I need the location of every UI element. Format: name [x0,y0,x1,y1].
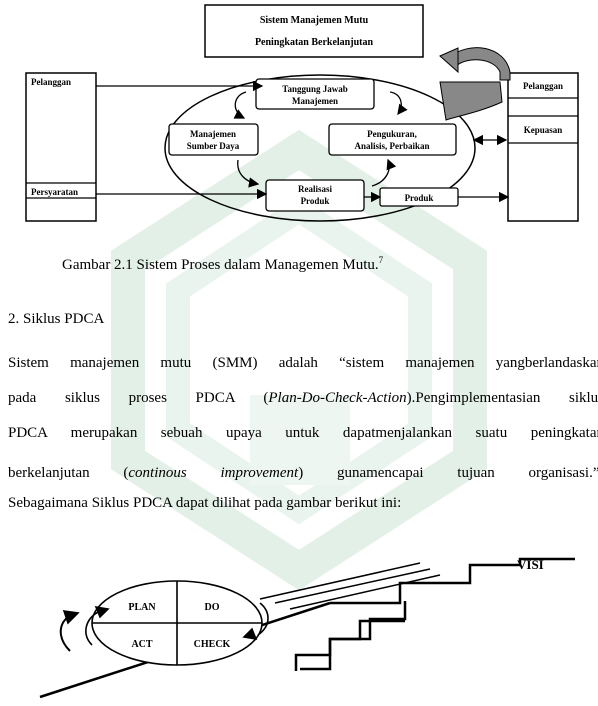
pdca-wheel: PLAN DO ACT CHECK [91,580,263,666]
cycle-arrow-left-top [233,91,247,119]
figure-caption: Gambar 2.1 Sistem Proses dalam Managemen… [62,255,384,273]
right-top-label: Pelanggan [523,81,563,91]
paragraph-line: Sistem manajemen mutu (SMM) adalah “sist… [8,355,598,371]
body-paragraph: Sistem manajemen mutu (SMM) adalah “sist… [8,346,598,521]
process-ellipse [164,74,476,222]
svg-text:Realisasi: Realisasi [298,184,333,194]
cycle-arrow-right-bottom [371,158,397,187]
node-product: Produk [379,187,459,207]
pdca-plan: PLAN [128,602,156,613]
paragraph-line: pada siklus proses PDCA (Plan-Do-Check-A… [8,390,598,406]
svg-text:Manajemen: Manajemen [190,129,236,139]
svg-text:Manajemen: Manajemen [292,96,338,106]
paragraph-line: berkelanjutan (continous improvement) gu… [8,465,598,481]
vision-label: VISI [517,557,544,572]
paragraph-line: Sebagaimana Siklus PDCA dapat dilihat pa… [8,495,402,511]
step-line-lower [300,601,407,671]
left-top-label: Pelanggan [31,77,71,87]
title-box: Sistem Manajemen Mutu Peningkatan Berkel… [204,4,424,58]
title-line1: Sistem Manajemen Mutu [260,15,369,26]
left-customer-column: Pelanggan Persyaratan [25,72,97,222]
footnote-marker: 7 [378,255,384,265]
node-resource-management: Manajemen Sumber Daya [168,123,259,156]
cycle-arrow-left-bottom [237,159,260,188]
svg-text:Tanggung Jawab: Tanggung Jawab [282,84,347,94]
pdca-act: ACT [131,639,152,650]
node-management-responsibility: Tanggung Jawab Manajemen [255,78,375,110]
svg-text:Pengukuran,: Pengukuran, [367,129,417,139]
cycle-arrow-right-top [389,91,408,116]
quality-management-diagram: Sistem Manajemen Mutu Peningkatan Berkel… [25,4,579,222]
svg-text:Sumber Daya: Sumber Daya [187,141,240,151]
left-bottom-label: Persyaratan [31,187,78,197]
step-line-upper [294,619,405,671]
pdca-cycle-arrows [59,602,269,652]
title-line2: Peningkatan Berkelanjutan [255,37,374,48]
pdca-do: DO [205,602,220,613]
right-customer-column: Pelanggan Kepuasan [507,72,579,222]
section-heading: 2. Siklus PDCA [8,311,105,327]
svg-text:Analisis, Perbaikan: Analisis, Perbaikan [354,141,429,151]
node-measurement-analysis: Pengukuran, Analisis, Perbaikan [328,123,457,156]
svg-text:Produk: Produk [405,193,434,203]
improvement-arrow [439,47,511,121]
pdca-check: CHECK [194,639,231,650]
pdca-diagram: VISI PLAN DO ACT CHECK [39,557,575,699]
right-bottom-label: Kepuasan [524,125,563,135]
paragraph-line: PDCA merupakan sebuah upaya untuk dapatm… [8,425,598,441]
motion-lines [259,562,441,610]
svg-text:Produk: Produk [301,196,330,206]
node-product-realization: Realisasi Produk [265,179,365,212]
